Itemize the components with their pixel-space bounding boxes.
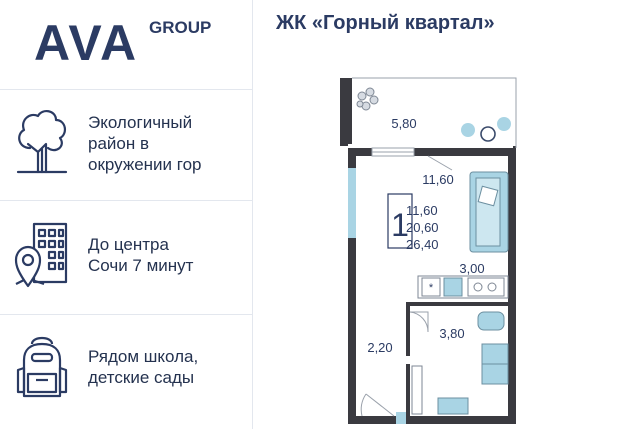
wall-window <box>348 168 356 238</box>
feature-ecology-line3: окружении гор <box>88 155 202 174</box>
project-title: ЖК «Горный квартал» <box>276 12 495 34</box>
room-count-box <box>387 193 413 249</box>
tree-icon <box>14 108 70 174</box>
sink-icon <box>437 397 469 415</box>
bathroom <box>409 311 509 415</box>
feature-center-line1: До центра <box>88 235 169 254</box>
svg-text:*: * <box>429 282 434 294</box>
kitchen: * <box>417 275 509 299</box>
city-location-icon <box>14 222 70 288</box>
kitchen-area-label: 3,00 <box>459 261 484 276</box>
backpack-icon <box>14 334 70 400</box>
brand-suffix: GROUP <box>149 18 212 37</box>
divider <box>0 200 252 201</box>
plant-icon <box>356 87 379 111</box>
feature-school-line2: детские сады <box>88 368 195 387</box>
balcony-table-icon <box>461 117 511 142</box>
sofa-icon <box>469 171 509 253</box>
walls <box>340 78 516 424</box>
living-area: 11,60 <box>406 203 438 218</box>
balcony-area-label: 5,80 <box>391 116 416 131</box>
total-area: 26,40 <box>406 237 439 252</box>
feature-ecology-line1: Экологичный <box>88 113 193 132</box>
room-area-label: 11,60 <box>422 172 454 187</box>
room-count: 1 <box>391 207 409 243</box>
divider <box>0 89 252 90</box>
toilet-icon <box>477 311 505 331</box>
floor-plan: * 1 11,60 20,60 26,40 5,80 11,60 3,00 <box>318 76 538 424</box>
feature-ecology-line2: район в <box>88 134 150 153</box>
features-panel: AVA GROUP Экологичный район в окружении … <box>0 0 252 429</box>
hall-area-label: 2,20 <box>367 340 392 355</box>
brand-name: AVA <box>34 15 139 71</box>
brand-logo: AVA GROUP <box>34 15 211 71</box>
living-total: 20,60 <box>406 220 439 235</box>
bath-area-label: 3,80 <box>439 326 464 341</box>
divider <box>0 314 252 315</box>
vertical-divider <box>252 0 253 429</box>
feature-school-line1: Рядом школа, <box>88 347 199 366</box>
feature-center-line2: Сочи 7 минут <box>88 256 194 275</box>
